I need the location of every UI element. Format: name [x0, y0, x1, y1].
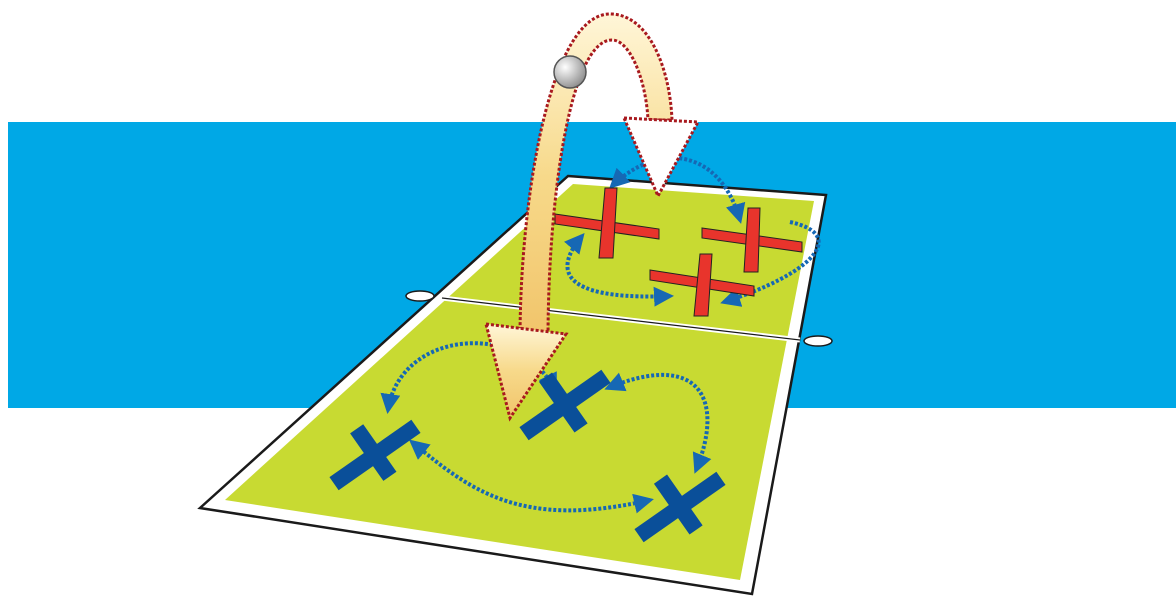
- path-near-left-to-right: [408, 439, 654, 514]
- near-team: [329, 369, 726, 543]
- net-post-left: [405, 290, 435, 302]
- far-team: [554, 187, 803, 317]
- player-x-marker-icon: [649, 253, 755, 317]
- ball-icon: [553, 55, 587, 89]
- path-far-left-to-center: [564, 232, 674, 307]
- flight-arrowhead-top: [621, 116, 701, 200]
- flight-arrowhead-down: [484, 322, 569, 422]
- player-x-marker-icon: [519, 369, 611, 441]
- path-near-left-to-mid: [380, 341, 557, 414]
- player-x-marker-icon: [554, 187, 660, 259]
- net-shadow: [441, 297, 801, 341]
- path-far-left-to-top: [609, 155, 746, 224]
- ball-flight-arc: [484, 12, 701, 422]
- player-x-marker-icon: [329, 419, 421, 491]
- player-x-marker-icon: [701, 207, 803, 273]
- net-post-right: [803, 335, 833, 347]
- player-x-marker-icon: [634, 471, 726, 543]
- flight-body: [518, 12, 674, 342]
